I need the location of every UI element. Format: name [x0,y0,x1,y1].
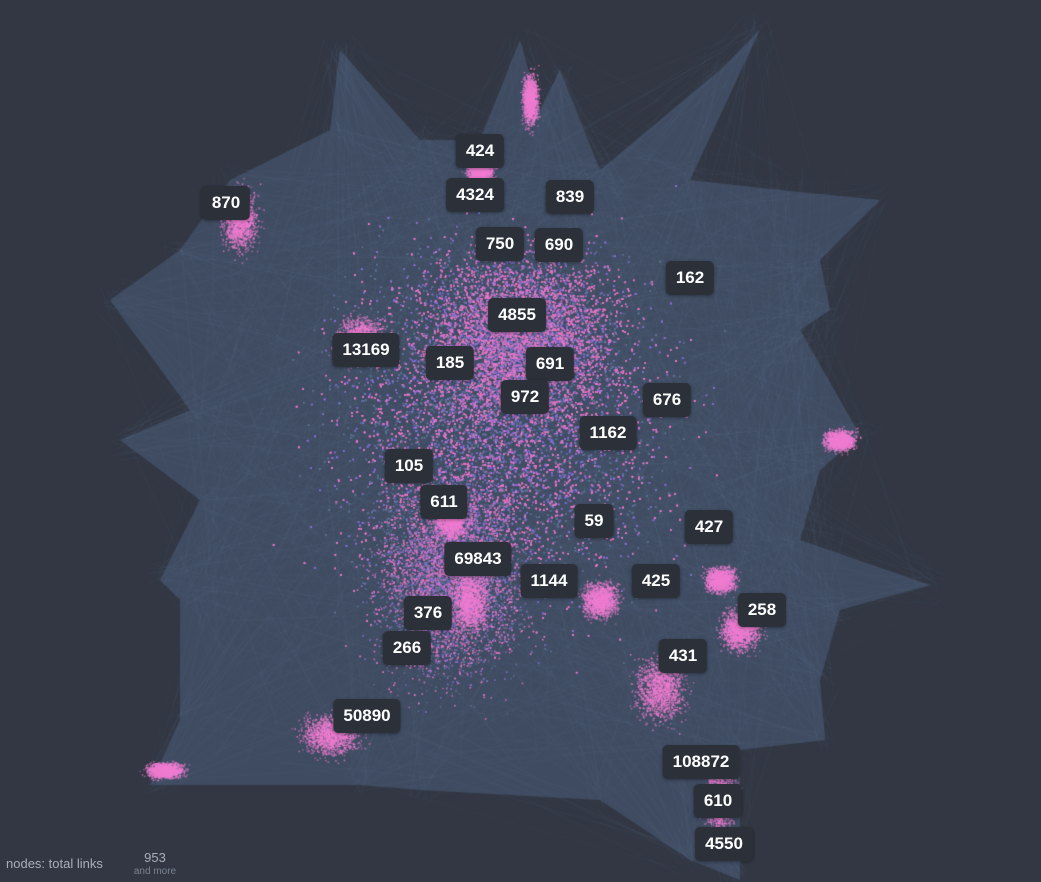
node-label[interactable]: 162 [665,261,715,295]
node-label[interactable]: 424 [455,134,505,168]
node-label[interactable]: 870 [201,186,251,220]
node-label[interactable]: 611 [420,485,468,519]
node-label[interactable]: 1144 [520,564,578,598]
node-label[interactable]: 59 [574,504,614,538]
node-label[interactable]: 1162 [579,416,637,450]
node-label[interactable]: 690 [534,228,584,262]
node-label[interactable]: 50890 [333,699,401,733]
legend-more: and more [133,866,177,877]
legend-value: 953 [144,850,166,865]
node-label[interactable]: 108872 [662,745,740,779]
node-label[interactable]: 750 [475,227,525,261]
node-label[interactable]: 691 [525,347,575,381]
node-label[interactable]: 676 [642,383,692,417]
node-label[interactable]: 610 [693,784,743,818]
legend-caption: nodes: total links [6,856,103,871]
node-label[interactable]: 266 [382,631,432,665]
node-label[interactable]: 4855 [488,298,546,332]
node-label[interactable]: 425 [631,564,681,598]
node-label[interactable]: 105 [384,449,434,483]
node-label[interactable]: 839 [545,180,595,214]
node-label[interactable]: 376 [403,596,453,630]
node-label[interactable]: 972 [500,380,550,414]
node-label[interactable]: 258 [737,593,787,627]
node-label[interactable]: 185 [425,346,475,380]
node-label[interactable]: 4550 [695,827,753,861]
node-label[interactable]: 13169 [332,333,400,367]
node-label[interactable]: 4324 [446,178,504,212]
legend: nodes: total links 953 and more [6,848,206,878]
node-label[interactable]: 427 [684,510,734,544]
node-label[interactable]: 431 [658,639,708,673]
node-label[interactable]: 69843 [444,542,512,576]
